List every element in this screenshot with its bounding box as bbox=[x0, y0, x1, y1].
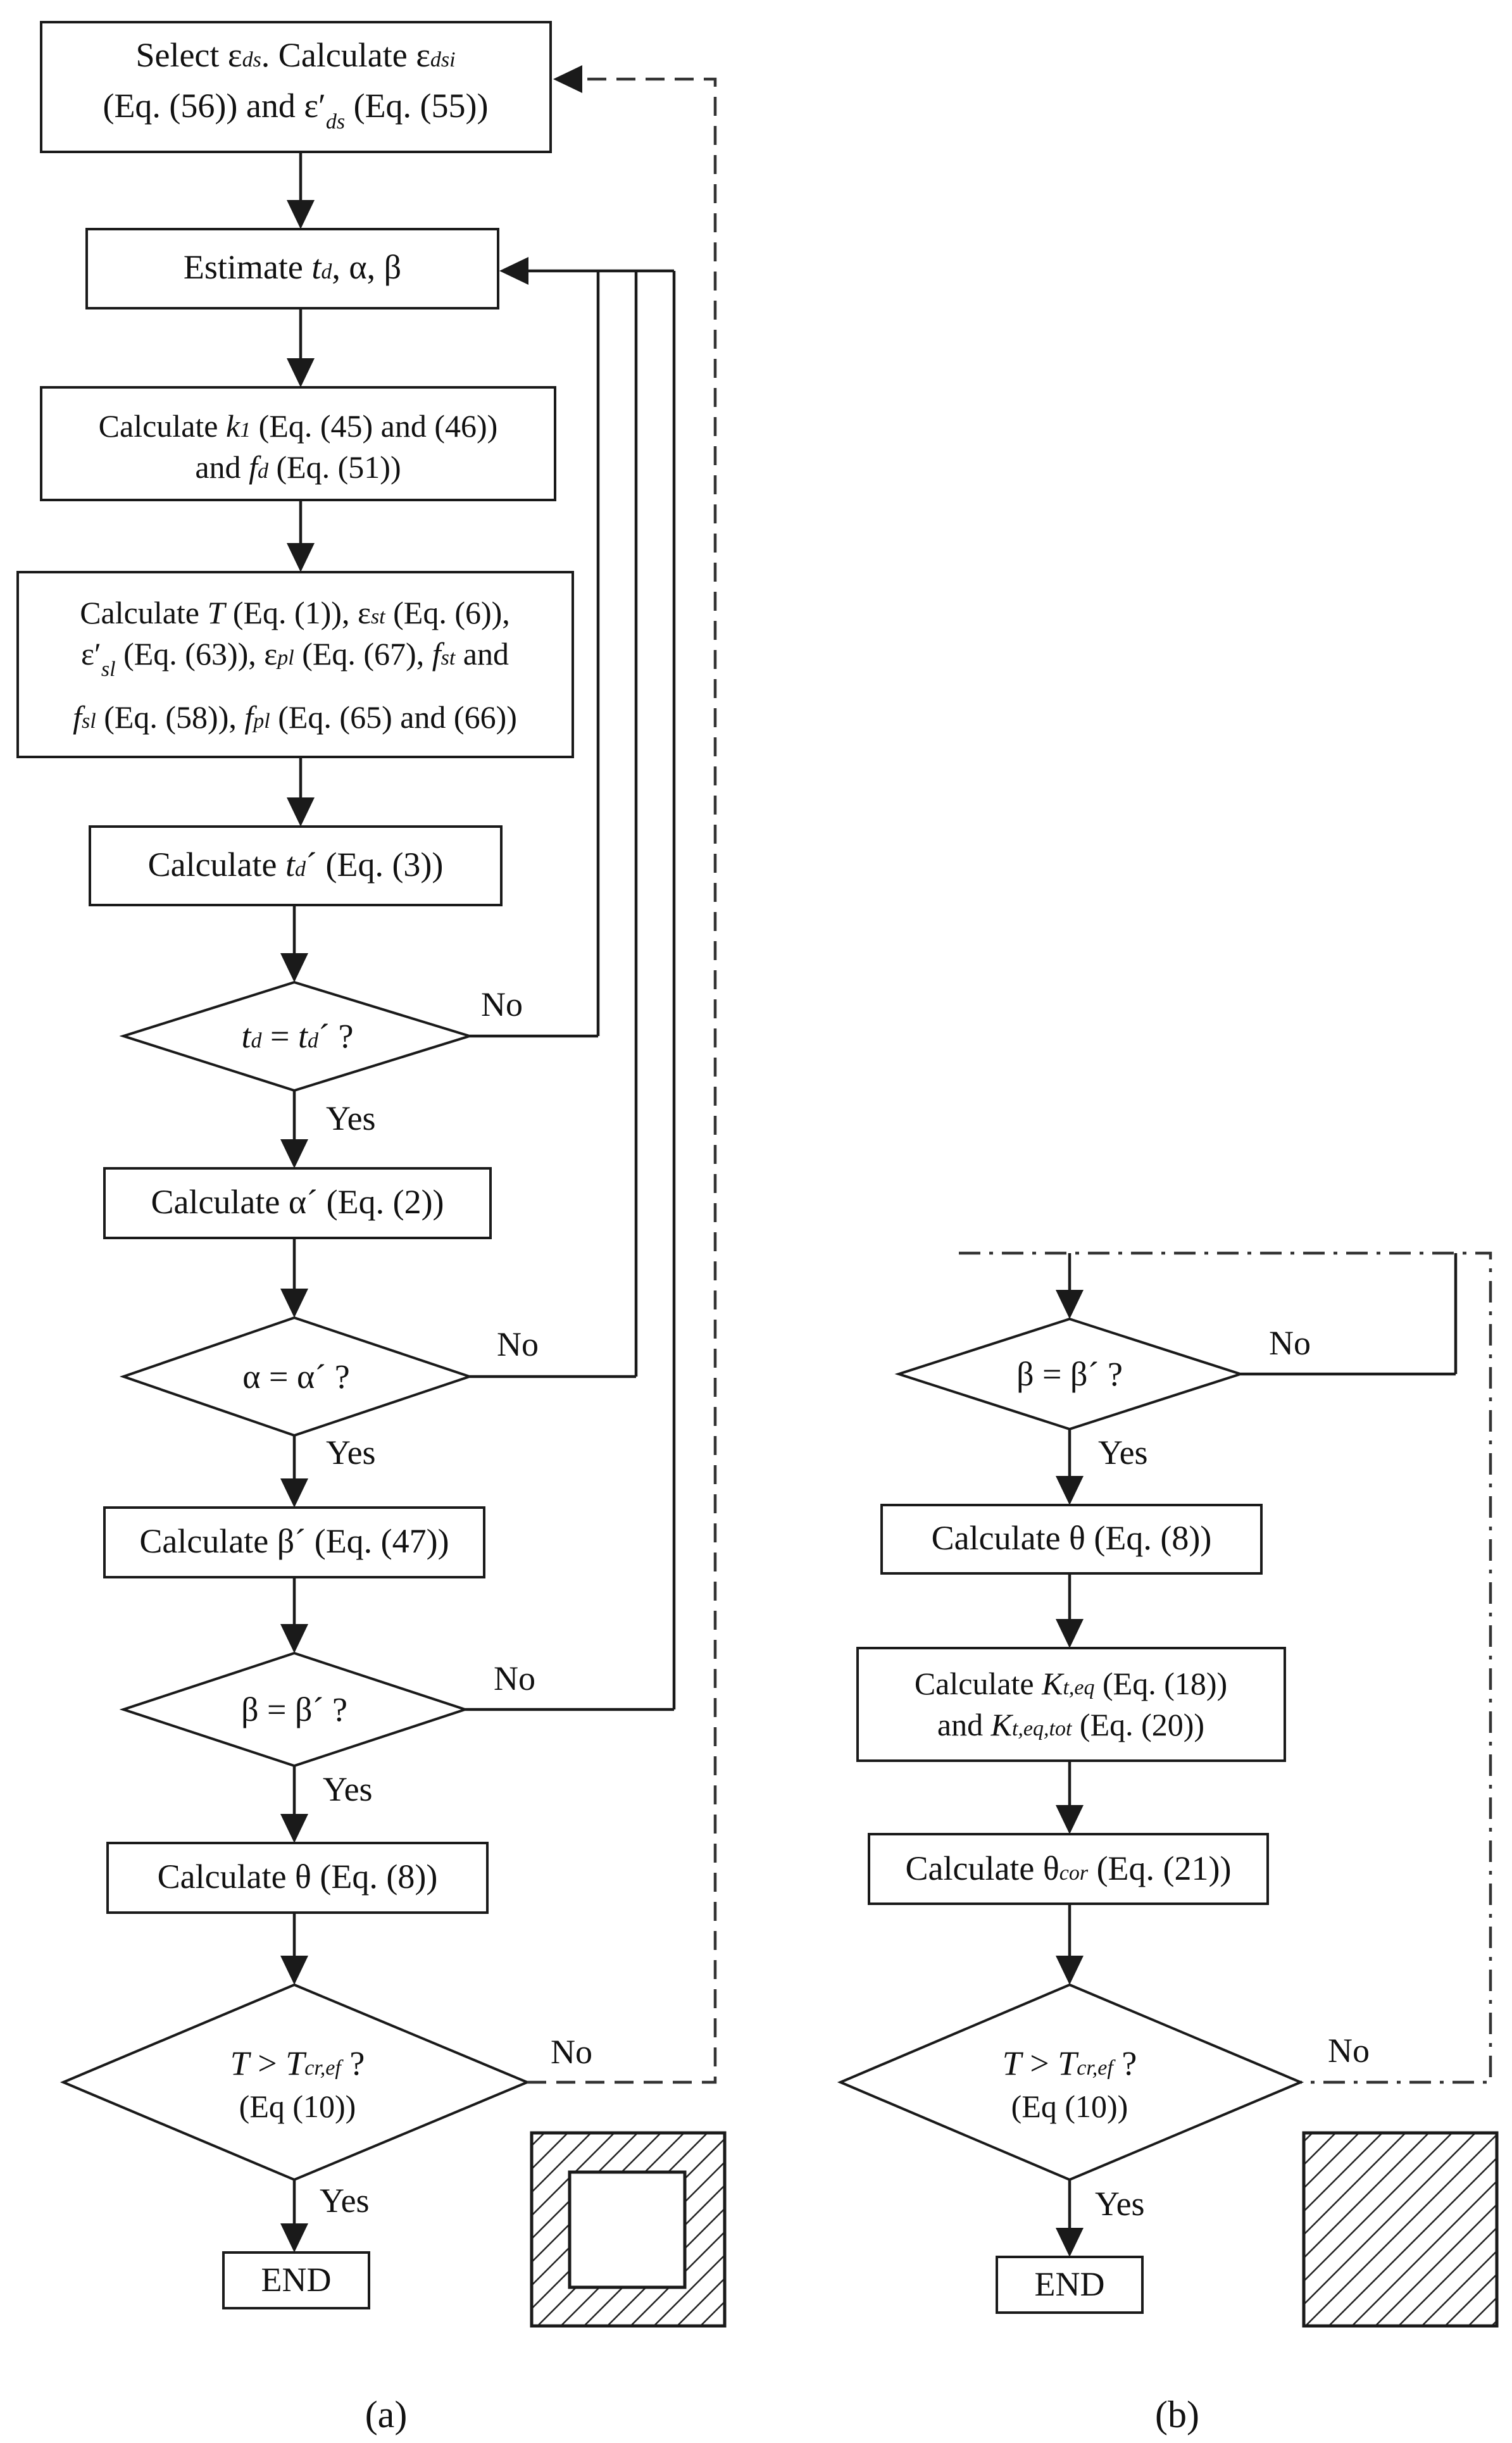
svg-text:Calculate α´ (Eq. (2)): Calculate α´ (Eq. (2)) bbox=[151, 1183, 444, 1221]
label-yes-b2: Yes bbox=[1095, 2185, 1145, 2223]
hollow-section-icon bbox=[530, 2131, 727, 2328]
step-calculate-T-strains-stresses: Calculate T (Eq. (1)), εst (Eq. (6)), ε′… bbox=[16, 571, 574, 758]
end-terminal-b: END bbox=[996, 2256, 1144, 2314]
svg-text:Estimate td, α, β: Estimate td, α, β bbox=[184, 248, 401, 286]
svg-text:and Kt,eq,tot (Eq. (20)): and Kt,eq,tot (Eq. (20)) bbox=[937, 1707, 1204, 1742]
svg-text:Calculate θ (Eq. (8)): Calculate θ (Eq. (8)) bbox=[932, 1519, 1212, 1557]
svg-text:END: END bbox=[1035, 2265, 1105, 2303]
svg-text:Calculate T (Eq. (1)), εst (Eq: Calculate T (Eq. (1)), εst (Eq. (6)), bbox=[80, 595, 510, 630]
label-no-1: No bbox=[481, 985, 523, 1023]
step-calculate-Kteq: Calculate Kt,eq (Eq. (18)) and Kt,eq,tot… bbox=[856, 1647, 1286, 1762]
label-yes-b1: Yes bbox=[1098, 1434, 1148, 1471]
label-no-b1: No bbox=[1269, 1324, 1311, 1362]
svg-text:(Eq (10)): (Eq (10)) bbox=[239, 2089, 356, 2124]
svg-text:Calculate k1 (Eq. (45) and (46: Calculate k1 (Eq. (45) and (46)) bbox=[99, 408, 498, 444]
panel-b: β = β´ ? No Yes Calculate θ (Eq. (8)) Ca… bbox=[837, 1251, 1499, 2435]
decision-beta-equals-beta-prime: β = β´ ? bbox=[119, 1651, 470, 1768]
svg-text:α = α´ ?: α = α´ ? bbox=[242, 1358, 350, 1396]
step-calculate-theta: Calculate θ (Eq. (8)) bbox=[106, 1842, 489, 1914]
svg-text:td = td´ ?: td = td´ ? bbox=[242, 1017, 354, 1055]
step-calculate-alpha-prime: Calculate α´ (Eq. (2)) bbox=[103, 1167, 492, 1239]
caption-a: (a) bbox=[365, 2394, 408, 2435]
label-no-3: No bbox=[494, 1659, 535, 1697]
svg-text:β = β´ ?: β = β´ ? bbox=[1016, 1355, 1123, 1393]
svg-text:Calculate td´ (Eq. (3)): Calculate td´ (Eq. (3)) bbox=[148, 846, 444, 884]
label-yes-2: Yes bbox=[326, 1434, 376, 1471]
svg-text:Calculate Kt,eq (Eq. (18)): Calculate Kt,eq (Eq. (18)) bbox=[915, 1666, 1227, 1701]
label-no-4: No bbox=[551, 2033, 592, 2071]
decision-torque-exceeds-cracking: T > Tcr,ef ? (Eq (10)) bbox=[59, 1983, 531, 2182]
svg-text:Calculate β´ (Eq. (47)): Calculate β´ (Eq. (47)) bbox=[139, 1522, 449, 1560]
caption-b: (b) bbox=[1155, 2394, 1199, 2435]
label-no-b2: No bbox=[1328, 2032, 1370, 2070]
svg-text:fsl (Eq. (58)), fpl (Eq. (65): fsl (Eq. (58)), fpl (Eq. (65) and (66)) bbox=[73, 699, 517, 735]
solid-section-icon bbox=[1302, 2131, 1499, 2328]
label-yes-3: Yes bbox=[323, 1770, 373, 1808]
end-terminal-a: END bbox=[222, 2251, 370, 2309]
label-yes-4: Yes bbox=[320, 2182, 370, 2220]
svg-text:END: END bbox=[261, 2261, 332, 2299]
step-calculate-beta-prime: Calculate β´ (Eq. (47)) bbox=[103, 1506, 485, 1578]
panel-a: Select εds. Calculate εdsi (Eq. (56)) an… bbox=[16, 21, 727, 2435]
decision-torque-exceeds-cracking-b: T > Tcr,ef ? (Eq (10)) bbox=[837, 1983, 1304, 2182]
svg-text:and fd (Eq. (51)): and fd (Eq. (51)) bbox=[195, 449, 401, 485]
svg-text:Calculate θ (Eq. (8)): Calculate θ (Eq. (8)) bbox=[158, 1858, 438, 1896]
decision-beta-equals-beta-prime-b: β = β´ ? bbox=[894, 1317, 1245, 1431]
svg-text:Select εds. Calculate εdsi: Select εds. Calculate εdsi bbox=[135, 36, 455, 74]
svg-text:T > Tcr,ef ?: T > Tcr,ef ? bbox=[230, 2044, 365, 2082]
svg-text:Calculate θcor (Eq. (21)): Calculate θcor (Eq. (21)) bbox=[905, 1849, 1231, 1887]
step-calculate-td-prime: Calculate td´ (Eq. (3)) bbox=[89, 825, 503, 906]
svg-text:T > Tcr,ef ?: T > Tcr,ef ? bbox=[1003, 2044, 1137, 2082]
label-yes-1: Yes bbox=[326, 1099, 376, 1137]
label-no-2: No bbox=[497, 1325, 539, 1363]
decision-alpha-equals-alpha-prime: α = α´ ? bbox=[119, 1316, 474, 1437]
svg-text:(Eq. (56)) and ε′ds (Eq. (55)): (Eq. (56)) and ε′ds (Eq. (55)) bbox=[103, 87, 488, 134]
step-calculate-theta-b: Calculate θ (Eq. (8)) bbox=[880, 1504, 1263, 1575]
step-calculate-theta-cor: Calculate θcor (Eq. (21)) bbox=[868, 1833, 1269, 1905]
step-estimate-td-alpha-beta: Estimate td, α, β bbox=[85, 228, 499, 309]
decision-td-equals-td-prime: td = td´ ? bbox=[119, 980, 474, 1092]
svg-text:(Eq (10)): (Eq (10)) bbox=[1011, 2089, 1128, 2124]
svg-text:β = β´ ?: β = β´ ? bbox=[241, 1690, 347, 1728]
step-calculate-k1-fd: Calculate k1 (Eq. (45) and (46)) and fd … bbox=[40, 386, 556, 501]
step-select-strain: Select εds. Calculate εdsi (Eq. (56)) an… bbox=[40, 21, 552, 153]
